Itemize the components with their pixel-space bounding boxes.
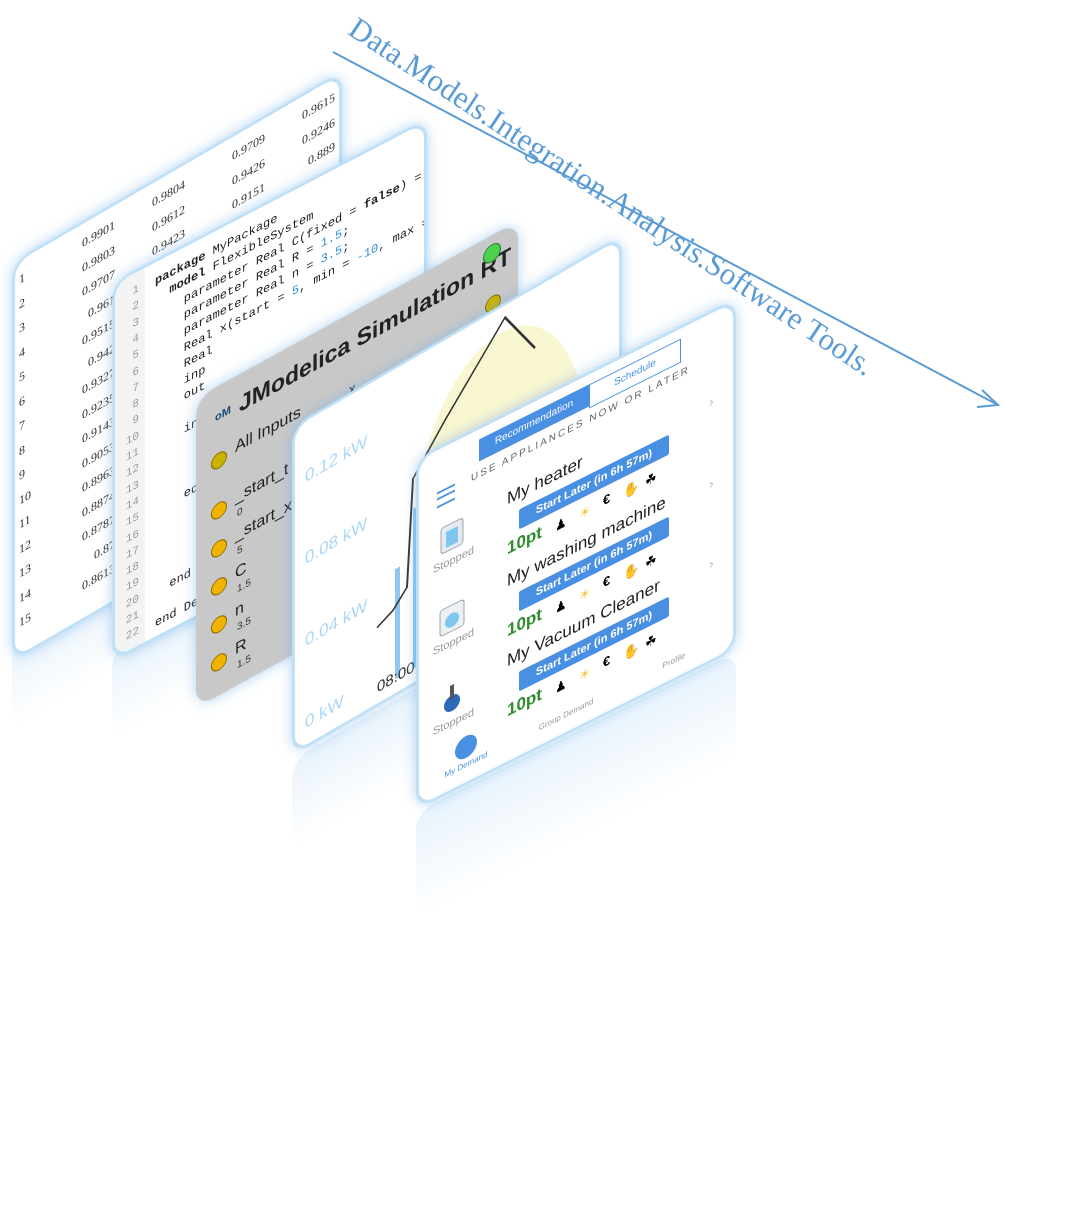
input-dot-icon[interactable] [211,573,227,599]
sun-icon: ☀ [579,501,591,523]
leaf-icon: ☘ [645,630,657,652]
input-dot-icon[interactable] [211,535,227,561]
group-icon: ♟ [555,675,567,697]
input-dot-icon[interactable] [211,649,227,675]
chart-bar [395,566,400,680]
input-dot-icon[interactable] [211,611,227,637]
row-number: 9 [19,465,25,483]
banner-arrow [332,51,1001,408]
arrow-head-icon [976,389,1001,408]
chevron-right-icon[interactable]: › [709,474,714,493]
menu-icon[interactable] [437,483,455,509]
row-number: 8 [19,440,25,459]
thumbs-up-icon: ✋ [623,477,640,501]
heater-icon [437,514,467,559]
euro-icon: € [603,489,611,509]
washing-machine-icon [437,596,467,641]
input-name: _start_x [235,496,292,545]
thumbs-up-icon: ✋ [623,639,640,663]
euro-icon: € [603,571,611,591]
input-value: 0 [237,695,243,708]
vacuum-cleaner-icon [437,676,467,721]
points-value: 10pt [507,684,542,721]
input-dot-icon[interactable] [211,687,227,708]
arrow-line [332,51,999,406]
group-icon: ♟ [555,595,567,617]
chart-line [376,315,536,629]
input-name: u [235,674,244,697]
euro-icon: € [603,651,611,671]
demand-app-panel: Recommendation Schedule USE APPLIANCES N… [416,298,736,810]
all-inputs-dot-icon[interactable] [211,447,227,473]
sun-icon: ☀ [579,583,591,605]
points-value: 10pt [507,522,542,559]
group-icon: ♟ [555,513,567,535]
leaf-icon: ☘ [645,550,657,572]
input-value: 5 [237,543,243,558]
leaf-icon: ☘ [645,468,657,490]
input-value: 0 [237,505,243,520]
input-name: _start_t [235,460,289,507]
input-dot-icon[interactable] [211,497,227,523]
sun-icon: ☀ [579,663,591,685]
chevron-right-icon[interactable]: › [709,554,714,573]
thumbs-up-icon: ✋ [623,559,640,583]
